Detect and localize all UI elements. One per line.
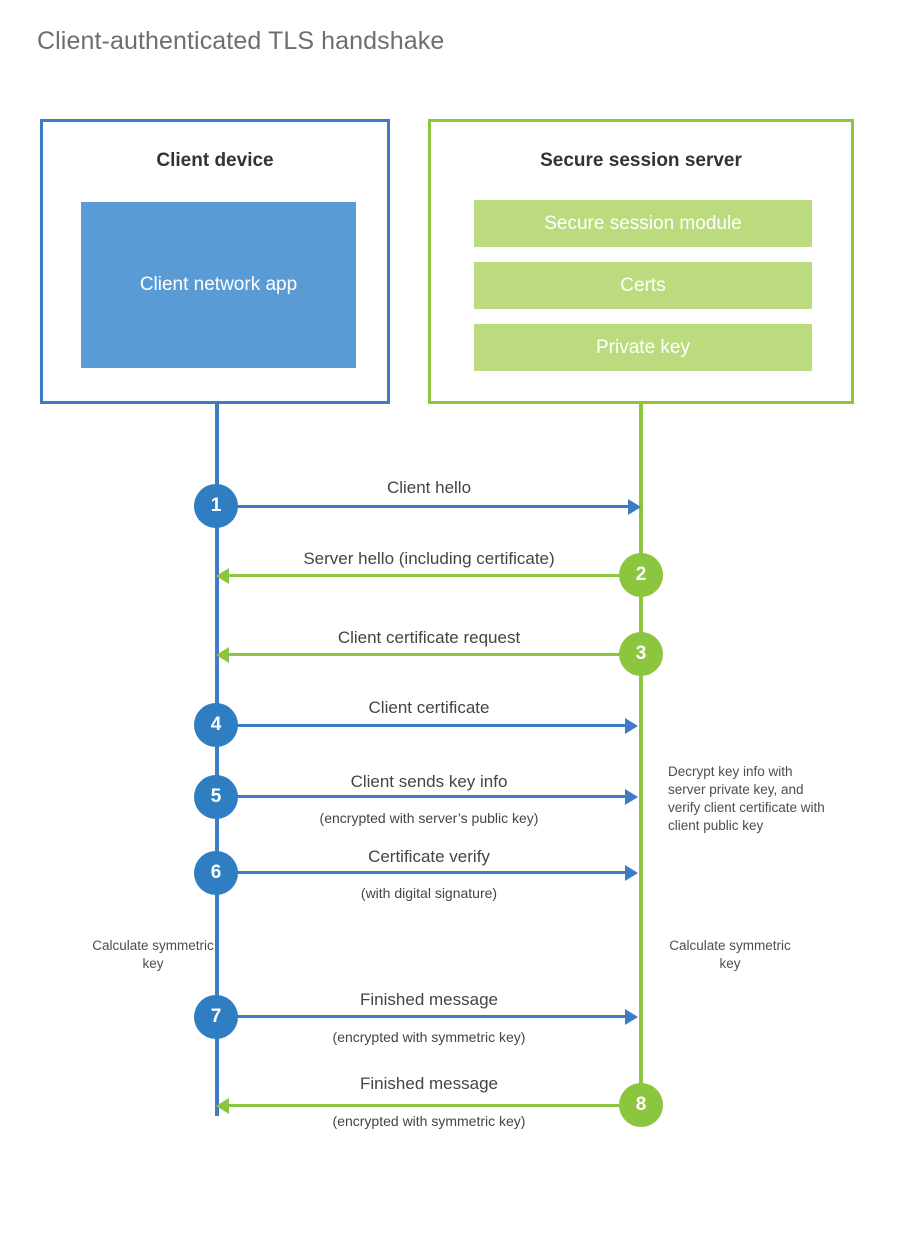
step-5-arrow-head bbox=[625, 789, 638, 805]
step-6-arrow-head bbox=[625, 865, 638, 881]
step-5-arrow-line bbox=[217, 795, 626, 798]
step-2-arrow-line bbox=[228, 574, 641, 577]
client-lifeline bbox=[215, 404, 219, 1116]
step-5-label: Client sends key info bbox=[350, 772, 508, 791]
server-calculate-symmetric-key-note: Calculate symmetric key bbox=[669, 938, 791, 971]
step-2-arrow-head bbox=[216, 568, 229, 584]
step-4-label: Client certificate bbox=[368, 698, 490, 717]
step-6-sublabel: (with digital signature) bbox=[360, 885, 498, 901]
client-device-box: Client device Client network app bbox=[40, 119, 390, 404]
step-1-badge[interactable]: 1 bbox=[194, 484, 238, 528]
secure-session-server-box: Secure session server Secure session mod… bbox=[428, 119, 854, 404]
step-8-label: Finished message bbox=[360, 1074, 498, 1093]
server-component-secure-session-module: Secure session module bbox=[474, 200, 812, 247]
step-4-arrow-line bbox=[217, 724, 626, 727]
step-1-arrow-head bbox=[628, 499, 641, 515]
step-5-badge[interactable]: 5 bbox=[194, 775, 238, 819]
step-5-sublabel: (encrypted with server’s public key) bbox=[319, 810, 539, 826]
step-7-arrow-head bbox=[625, 1009, 638, 1025]
step-7-badge[interactable]: 7 bbox=[194, 995, 238, 1039]
step-3-arrow-line bbox=[228, 653, 641, 656]
step-7-sublabel: (encrypted with symmetric key) bbox=[332, 1029, 526, 1045]
client-network-app-block: Client network app bbox=[81, 202, 356, 368]
page-title: Client-authenticated TLS handshake bbox=[37, 27, 445, 55]
step-8-sublabel: (encrypted with symmetric key) bbox=[332, 1113, 526, 1129]
step-3-badge[interactable]: 3 bbox=[619, 632, 663, 676]
step-3-arrow-head bbox=[216, 647, 229, 663]
server-component-private-key: Private key bbox=[474, 324, 812, 371]
step-1-label: Client hello bbox=[386, 478, 472, 497]
server-decrypt-note: Decrypt key info with server private key… bbox=[668, 764, 825, 833]
step-1-arrow-line bbox=[217, 505, 629, 508]
secure-session-server-title: Secure session server bbox=[540, 150, 742, 171]
step-6-arrow-line bbox=[217, 871, 626, 874]
step-8-arrow-head bbox=[216, 1098, 229, 1114]
step-4-arrow-head bbox=[625, 718, 638, 734]
step-3-label: Client certificate request bbox=[337, 628, 521, 647]
client-device-title: Client device bbox=[156, 150, 274, 171]
step-6-badge[interactable]: 6 bbox=[194, 851, 238, 895]
server-lifeline bbox=[639, 404, 643, 1104]
step-4-badge[interactable]: 4 bbox=[194, 703, 238, 747]
server-component-certs: Certs bbox=[474, 262, 812, 309]
step-7-label: Finished message bbox=[360, 990, 498, 1009]
step-7-arrow-line bbox=[217, 1015, 626, 1018]
client-calculate-symmetric-key-note: Calculate symmetric key bbox=[92, 938, 214, 971]
step-8-badge[interactable]: 8 bbox=[619, 1083, 663, 1127]
step-8-arrow-line bbox=[228, 1104, 641, 1107]
step-2-badge[interactable]: 2 bbox=[619, 553, 663, 597]
step-6-label: Certificate verify bbox=[368, 847, 490, 866]
step-2-label: Server hello (including certificate) bbox=[303, 549, 555, 568]
